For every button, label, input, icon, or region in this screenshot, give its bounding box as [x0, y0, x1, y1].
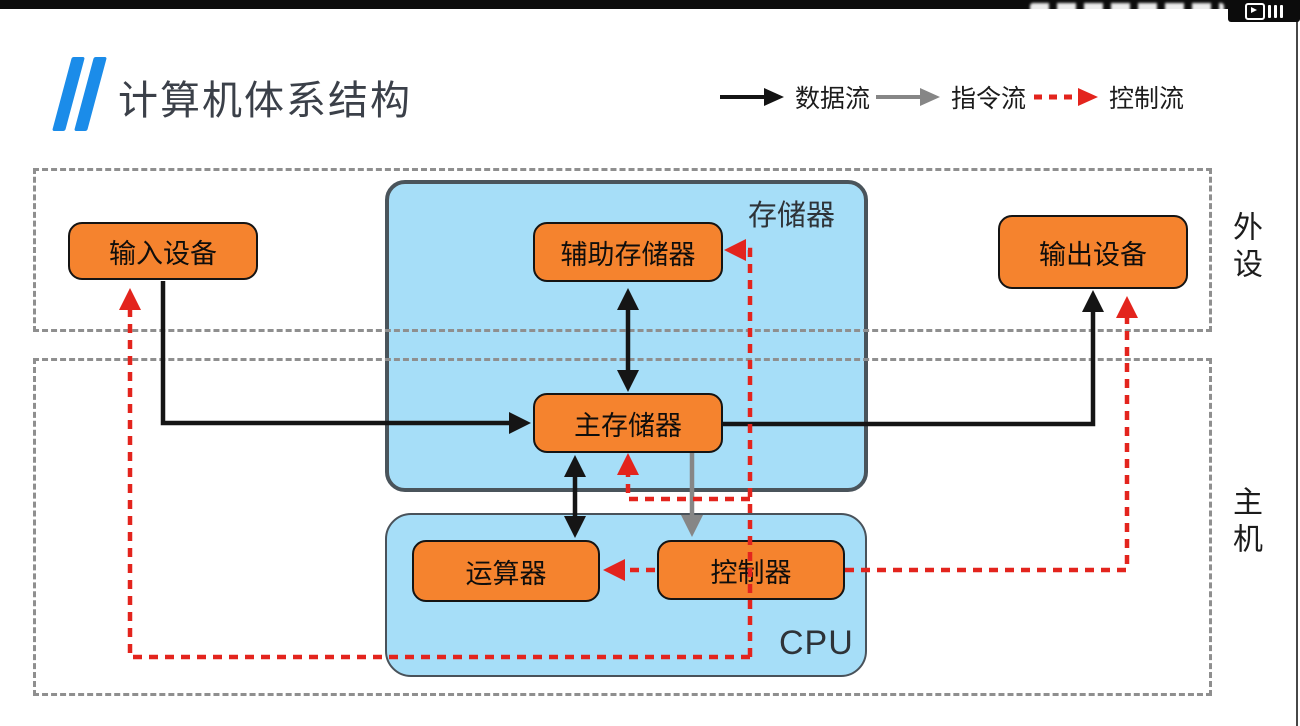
node-output-device: 输出设备	[998, 215, 1188, 289]
node-control-unit: 控制器	[657, 540, 845, 600]
instruction-flow-arrow-icon	[876, 88, 940, 106]
legend-item-instruction-flow: 指令流	[874, 82, 1027, 113]
node-alu: 运算器	[412, 540, 600, 602]
host-region-label: 主机	[1228, 486, 1261, 560]
page-title: 计算机体系结构	[118, 79, 412, 123]
node-main-memory: 主存储器	[533, 393, 723, 453]
watermark	[1030, 3, 1224, 23]
edge-control-to-output	[845, 296, 1138, 573]
legend-label: 指令流	[951, 85, 1027, 113]
slide-right-edge	[1296, 9, 1298, 726]
memory-group-label: 存储器	[748, 200, 836, 232]
bilibili-logo-icon	[1228, 0, 1300, 22]
legend-label: 控制流	[1109, 85, 1185, 113]
legend-label: 数据流	[795, 85, 871, 113]
peripherals-region-label: 外设	[1228, 211, 1261, 285]
legend-item-data-flow: 数据流	[718, 82, 871, 113]
node-input-device: 输入设备	[68, 222, 258, 280]
node-auxiliary-storage: 辅助存储器	[533, 222, 723, 282]
bilibili-tv-icon	[1245, 2, 1265, 20]
legend-item-control-flow: 控制流	[1032, 82, 1185, 113]
top-bar	[0, 0, 1300, 9]
cpu-group-label: CPU	[779, 624, 854, 662]
data-flow-arrow-icon	[720, 88, 784, 106]
control-flow-arrow-icon	[1034, 88, 1098, 106]
